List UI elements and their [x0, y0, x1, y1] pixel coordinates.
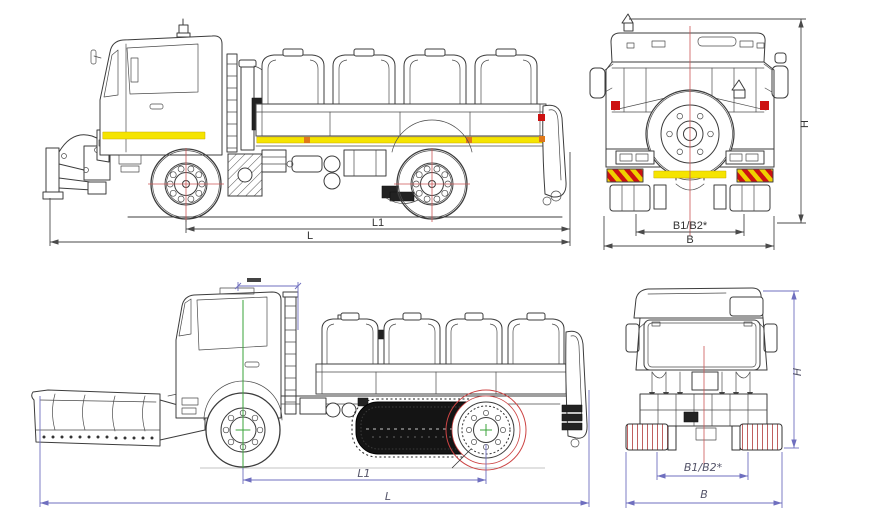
- front-frame: [639, 393, 768, 441]
- wheel-right: [731, 423, 783, 451]
- chassis-equipment: [299, 397, 369, 418]
- dimensions-rear: H B1/B2* B: [603, 18, 811, 250]
- mirror-right: [763, 52, 789, 99]
- brace-marker-red: [760, 101, 769, 110]
- dim-label-l1: L1: [357, 467, 370, 480]
- cab: [90, 35, 223, 173]
- rear-wheel: [445, 389, 527, 471]
- dim-label-l: L: [385, 490, 391, 503]
- front-wheel: [148, 148, 224, 222]
- bumper-marker-right: [736, 168, 774, 183]
- dim-label-l1: L1: [372, 217, 384, 229]
- small-dimension-label-illegible: [247, 278, 261, 282]
- dim-label-b: B: [700, 488, 708, 501]
- dimensions-top-side: L1 L: [49, 152, 571, 246]
- view-rear: H B1/B2* B: [589, 13, 811, 250]
- bed-stripe-yellow: [256, 136, 546, 144]
- snow-plow-blade: [31, 389, 161, 447]
- cab: [175, 287, 283, 421]
- cab-roof: [610, 32, 766, 63]
- mirror-left: [625, 321, 647, 353]
- tank-row: [321, 312, 565, 365]
- dim-label-l: L: [307, 230, 313, 242]
- dimensions-bottom-side: L1 L: [39, 278, 590, 507]
- cab-stripe-yellow: [102, 131, 206, 140]
- tail-lights: [615, 150, 765, 165]
- body-frame: [605, 61, 775, 181]
- mirror-right: [757, 321, 778, 353]
- hatched-bracket: [227, 153, 263, 197]
- bumper-marker-left: [606, 168, 644, 183]
- beacon-antenna: [621, 13, 634, 32]
- tank-row: [261, 48, 538, 105]
- wheel-left: [625, 423, 677, 451]
- roof-beacon: [176, 18, 191, 38]
- spray-system: [635, 317, 768, 398]
- windshield: [643, 319, 761, 371]
- dim-label-b1b2: B1/B2*: [684, 461, 723, 474]
- rear-spray-gate: [561, 330, 588, 448]
- dim-label-b1b2: B1/B2*: [673, 220, 708, 232]
- chassis-equipment: [261, 119, 473, 204]
- air-deflector: [729, 296, 764, 317]
- view-front: H B1/B2* B: [625, 287, 804, 508]
- rear-wheel: [394, 148, 470, 222]
- rear-marker-orange: [539, 136, 545, 142]
- view-side-bottom: L1 L: [31, 278, 590, 507]
- stripe-marker-orange: [304, 137, 310, 143]
- blade-bolt-row: [42, 435, 154, 440]
- stripe-marker-orange: [466, 137, 472, 143]
- mirror-left: [589, 63, 614, 99]
- cargo-bed: [255, 103, 547, 147]
- rear-spray-gate: [538, 104, 567, 206]
- view-side-top: L1 L: [42, 18, 571, 246]
- dim-label-h: H: [799, 120, 811, 128]
- dim-label-h: H: [791, 368, 804, 376]
- dim-label-b: B: [686, 234, 693, 246]
- rear-marker-red: [538, 114, 545, 121]
- wheels-rear: [609, 184, 771, 212]
- brace-marker-red: [611, 101, 620, 110]
- cab-roof: [633, 287, 764, 319]
- dimensions-front: H B1/B2* B: [625, 290, 804, 508]
